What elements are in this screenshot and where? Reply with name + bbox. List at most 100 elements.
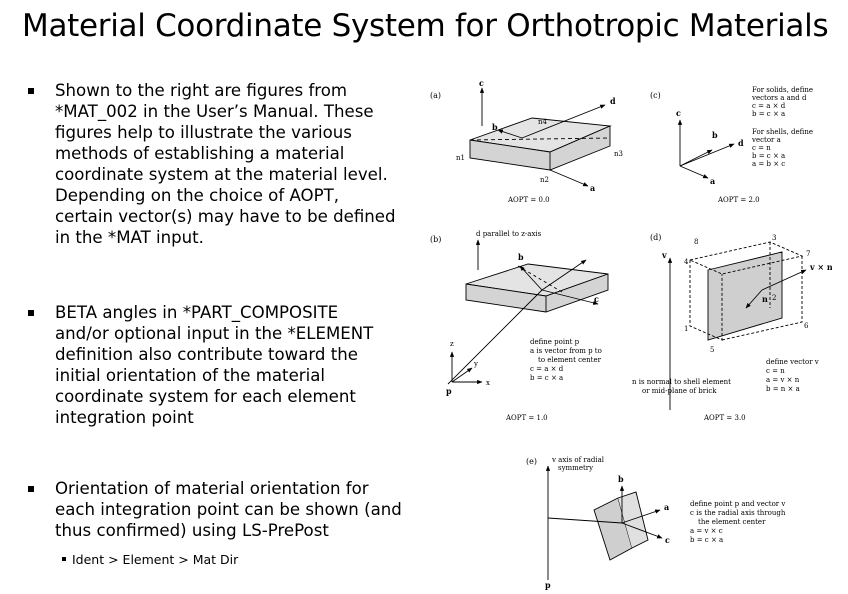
panel-e-radial-line xyxy=(547,517,623,524)
panel-c-d-arrow xyxy=(679,143,735,167)
figure-svg: (a) c d b a n1 n2 n3 n4 AOPT = 0.0 (c) c… xyxy=(430,78,832,590)
panel-d-box-right xyxy=(721,256,803,341)
panel-b-note: a is vector from p to xyxy=(530,347,602,355)
panel-a-d-arrow xyxy=(521,104,606,139)
panel-e-note: define point p and vector v xyxy=(690,500,785,508)
bullet-marker xyxy=(28,486,34,492)
panel-c-a-label: a xyxy=(710,176,715,186)
panel-d-n-label: n xyxy=(762,294,768,304)
panel-d-node-label: 1 xyxy=(684,325,688,333)
panel-d-node-label: 2 xyxy=(772,294,776,302)
panel-d-node-label: 8 xyxy=(694,238,698,246)
material-orientation-figure: (a) c d b a n1 n2 n3 n4 AOPT = 0.0 (c) c… xyxy=(422,78,832,590)
bullet-1-line: figures help to illustrate the various xyxy=(55,123,352,142)
panel-e xyxy=(545,465,663,580)
panel-b-note: to element center xyxy=(538,356,602,364)
bullet-1-line: certain vector(s) may have to be defined xyxy=(55,207,396,226)
panel-a-c-label: c xyxy=(479,78,484,88)
bullet-2-line: integration point xyxy=(55,408,194,427)
panel-e-p-label: p xyxy=(545,580,551,590)
panel-b-x-label: x xyxy=(486,379,490,387)
panel-d-node-label: 4 xyxy=(684,258,689,266)
panel-e-b-label: b xyxy=(618,474,624,484)
panel-c-note: b = c × a xyxy=(752,152,785,160)
panel-d-box-left xyxy=(689,260,723,341)
panel-c xyxy=(677,119,735,179)
bullet-2-line: definition also contribute toward the xyxy=(55,345,358,364)
panel-c-note: For solids, define xyxy=(752,86,813,94)
panel-c-note: a = b × c xyxy=(752,160,785,168)
panel-b-note: c = a × d xyxy=(530,365,564,373)
panel-c-b-label: b xyxy=(712,130,718,140)
bullet-1-line: coordinate system at the material level. xyxy=(55,165,388,184)
bullet-1-line: Depending on the choice of AOPT, xyxy=(55,186,339,205)
panel-e-tag: (e) xyxy=(526,457,537,466)
panel-a-n3-label: n3 xyxy=(614,150,623,158)
panel-c-note: vectors a and d xyxy=(751,94,807,102)
panel-e-a-arrow xyxy=(621,509,661,524)
panel-d-n-arrow xyxy=(745,289,763,309)
bullet-2-line: and/or optional input in the *ELEMENT xyxy=(55,324,374,343)
panel-a-n1-label: n1 xyxy=(456,154,465,162)
panel-c-note: vector a xyxy=(751,136,781,144)
panel-d-shaded-face xyxy=(707,251,783,341)
bullet-marker xyxy=(28,310,34,316)
panel-d-note-left: or mid-plane of brick xyxy=(642,387,717,395)
panel-d-note-right: a = v × n xyxy=(766,376,800,384)
panel-b-c-label: c xyxy=(594,294,599,304)
panel-a-caption: AOPT = 0.0 xyxy=(507,196,550,204)
panel-c-b-arrow xyxy=(679,149,713,167)
bullet-3-line: each integration point can be shown (and xyxy=(55,500,402,519)
panel-b-d2-arrow xyxy=(541,259,587,291)
panel-e-header: symmetry xyxy=(558,464,593,472)
panel-b-y-label: y xyxy=(473,360,478,368)
panel-b-note: b = c × a xyxy=(530,374,563,382)
bullet-1-line: Shown to the right are figures from xyxy=(55,81,348,100)
sub-bullet-text: Ident > Element > Mat Dir xyxy=(72,552,239,567)
panel-d-node-label: 5 xyxy=(710,346,714,354)
panel-e-note: c is the radial axis through xyxy=(690,509,786,517)
panel-b-y-axis xyxy=(451,367,473,383)
panel-a-b-label: b xyxy=(492,122,498,132)
slide-title: Material Coordinate System for Orthotrop… xyxy=(22,8,829,44)
panel-b-b-label: b xyxy=(518,252,524,262)
panel-a-a-label: a xyxy=(590,183,595,193)
panel-c-tag: (c) xyxy=(650,91,661,100)
bullet-2-line: BETA angles in *PART_COMPOSITE xyxy=(55,303,339,322)
panel-d xyxy=(667,241,807,410)
panel-e-c-arrow xyxy=(621,522,663,539)
panel-c-a-arrow xyxy=(679,165,709,179)
bullet-1-line: *MAT_002 in the User’s Manual. These xyxy=(55,102,374,121)
bullet-marker xyxy=(28,88,34,94)
panel-b xyxy=(447,239,609,385)
bullet-3-line: Orientation of material orientation for xyxy=(55,479,369,498)
sub-bullet-marker xyxy=(62,557,66,561)
panel-b-c-arrow xyxy=(541,289,599,305)
panel-d-vxn-label: v × n xyxy=(809,262,832,272)
panel-d-node-label: 3 xyxy=(772,234,776,242)
panel-e-a-label: a xyxy=(664,502,669,512)
panel-a-d-label: d xyxy=(610,96,616,106)
panel-d-node-label: 7 xyxy=(806,250,810,258)
panel-b-z-label: z xyxy=(450,340,454,348)
panel-a-a-arrow xyxy=(549,169,589,187)
panel-d-v-label: v xyxy=(661,250,667,260)
panel-e-note: the element center xyxy=(698,518,766,526)
panel-a-n2-label: n2 xyxy=(540,176,549,184)
panel-a-n4-label: n4 xyxy=(538,118,548,126)
bullet-3-line: thus confirmed) using LS-PrePost xyxy=(55,521,329,540)
panel-b-p-line xyxy=(447,289,543,385)
panel-c-caption: AOPT = 2.0 xyxy=(717,196,760,204)
panel-c-c-label: c xyxy=(676,108,681,118)
bullet-2-line: initial orientation of the material xyxy=(55,366,325,385)
panel-d-note-left: n is normal to shell element xyxy=(632,378,731,386)
panel-e-note: a = v × c xyxy=(690,527,723,535)
panel-d-caption: AOPT = 3.0 xyxy=(703,414,746,422)
bullet-1-line: in the *MAT input. xyxy=(55,228,204,247)
panel-b-dashed xyxy=(517,265,563,293)
panel-c-note: b = c × a xyxy=(752,110,785,118)
bullet-1-line: methods of establishing a material xyxy=(55,144,345,163)
panel-e-note: b = c × a xyxy=(690,536,723,544)
panel-b-tag: (b) xyxy=(430,235,441,244)
panel-b-header: d parallel to z-axis xyxy=(476,230,542,238)
